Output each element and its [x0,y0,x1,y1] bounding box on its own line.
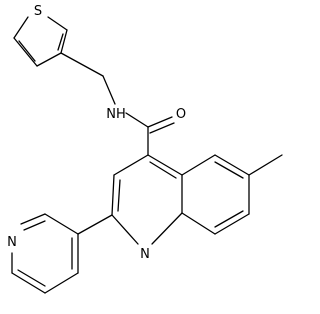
bond [149,161,177,179]
bond [214,154,250,176]
methyl-bond [248,154,283,176]
bond [17,269,46,287]
bond [147,154,183,176]
pyridine-nitrogen-label: N [7,235,17,250]
amide-nh-label: NH [106,107,126,122]
atom-labels: S NH O N N [7,4,186,262]
bond [117,179,121,212]
molecule-structure: S NH O N N [7,4,283,294]
bond [44,213,79,235]
carbonyl-oxygen-label: O [176,107,186,122]
bond [113,154,149,176]
quinoline-nitrogen-label: N [140,247,150,262]
bond [214,210,244,228]
bond [57,33,64,51]
bond [60,29,68,54]
bond [102,75,116,105]
bond [13,37,38,67]
bond [47,16,68,31]
bond [111,214,139,245]
methylene-linker [60,52,116,105]
sulfur-label: S [34,4,42,19]
bond [11,272,46,294]
quinoline-ring [111,154,283,245]
bond [125,112,149,128]
bond [60,52,104,77]
bond [20,213,46,225]
bond [36,52,62,67]
bond [151,212,183,245]
bond [214,213,250,235]
bond [111,174,115,216]
bond [44,272,79,294]
bond [149,122,175,134]
structure-canvas: S NH O N N [7,4,283,294]
amide-group [125,112,175,156]
bond [23,220,46,231]
bond [181,212,216,235]
bond [147,116,173,128]
bond [214,161,244,179]
bond [181,154,216,176]
thiophene-ring [13,16,68,67]
bond [18,40,36,62]
bond [13,16,29,39]
pyridine-ring [11,213,113,294]
bond [77,214,113,235]
